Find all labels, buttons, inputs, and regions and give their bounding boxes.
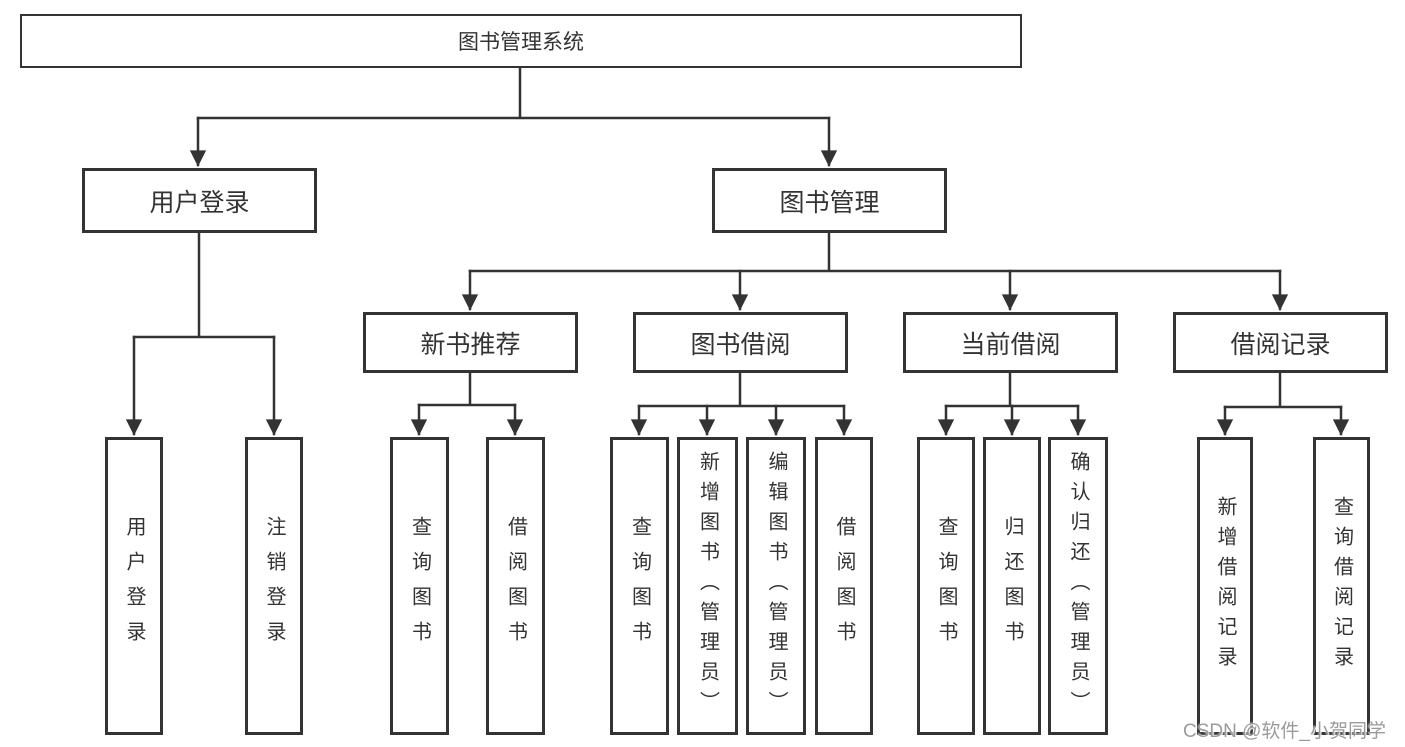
node-borrow-records: 借阅记录: [1173, 312, 1388, 373]
node-label: 新增图书（管理员）: [696, 451, 719, 721]
node-label: 查询图书: [935, 516, 957, 656]
node-label: 图书借阅: [690, 330, 791, 359]
node-label: 当前借阅: [960, 330, 1061, 359]
leaf-borrow-books: 借阅图书: [815, 437, 873, 735]
node-book-borrow: 图书借阅: [633, 312, 848, 373]
node-label: 用户登录: [123, 516, 145, 656]
node-label: 查询图书: [408, 516, 431, 656]
node-book-management: 图书管理: [712, 168, 947, 233]
connector-book-management: [468, 231, 1282, 273]
leaf-user-login: 用户登录: [105, 437, 163, 735]
leaf-confirm-return-admin: 确认归还（管理员）: [1048, 437, 1108, 735]
leaf-query-books-recommend: 查询图书: [390, 437, 449, 735]
connector-new-book: [417, 371, 517, 407]
leaf-logout: 注销登录: [245, 437, 303, 735]
node-label: 借阅图书: [833, 516, 855, 656]
node-current-borrow: 当前借阅: [903, 312, 1118, 373]
node-label: 查询借阅记录: [1330, 496, 1353, 676]
connector-book-borrow: [637, 371, 846, 408]
leaf-query-books-current: 查询图书: [917, 437, 975, 735]
node-new-book-recommend: 新书推荐: [363, 312, 578, 373]
leaf-return-books: 归还图书: [983, 437, 1041, 735]
node-user-login: 用户登录: [82, 168, 317, 233]
csdn-watermark: CSDN @软件_小贺同学: [1183, 721, 1386, 742]
node-label: 图书管理系统: [458, 31, 584, 54]
node-library-management-system: 图书管理系统: [20, 14, 1022, 68]
connector-root: [196, 66, 831, 120]
node-label: 新增借阅记录: [1214, 496, 1236, 676]
connector-user-login: [132, 231, 276, 339]
leaf-query-books-borrow: 查询图书: [610, 437, 669, 735]
leaf-add-borrow-record: 新增借阅记录: [1197, 437, 1253, 735]
node-label: 注销登录: [263, 516, 285, 656]
node-label: 新书推荐: [420, 330, 521, 359]
node-label: 借阅记录: [1230, 330, 1331, 359]
node-label: 确认归还（管理员）: [1067, 451, 1089, 721]
leaf-borrow-books-recommend: 借阅图书: [486, 437, 545, 735]
node-label: 编辑图书（管理员）: [765, 451, 787, 721]
connector-current-borrow: [944, 371, 1080, 408]
leaf-add-books-admin: 新增图书（管理员）: [677, 437, 738, 735]
leaf-query-borrow-record: 查询借阅记录: [1313, 437, 1370, 735]
leaf-edit-books-admin: 编辑图书（管理员）: [746, 437, 806, 735]
node-label: 借阅图书: [504, 516, 527, 656]
node-label: 归还图书: [1001, 516, 1023, 656]
connector-borrow-records: [1223, 371, 1343, 409]
node-label: 查询图书: [628, 516, 651, 656]
node-label: 用户登录: [149, 188, 250, 217]
node-label: 图书管理: [779, 188, 880, 217]
